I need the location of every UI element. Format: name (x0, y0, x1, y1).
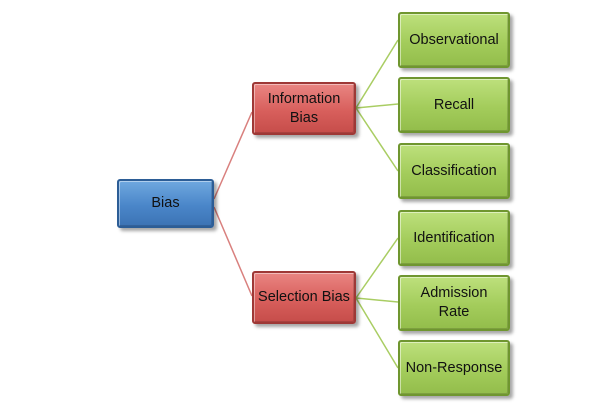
node-identification: Identification (398, 210, 510, 266)
node-classification: Classification (398, 143, 510, 199)
node-identification-label: Identification (413, 229, 495, 246)
node-observational-label: Observational (409, 31, 499, 48)
node-admission-rate: Admission Rate (398, 275, 510, 331)
connector-selection-admission-rate (355, 297, 399, 303)
connector-selection-non-response (355, 297, 399, 369)
node-classification-label: Classification (411, 162, 497, 179)
connector-root-selection (213, 206, 253, 297)
connector-root-information (213, 111, 253, 200)
node-selection-bias-label: Selection Bias (258, 289, 350, 305)
node-recall: Recall (398, 77, 510, 133)
node-observational: Observational (398, 12, 510, 68)
connector-selection-identification (355, 237, 399, 299)
node-information-bias-label: Information Bias (267, 90, 341, 126)
node-selection-bias: Selection Bias (252, 271, 356, 324)
node-recall-label: Recall (433, 96, 475, 113)
node-bias-label: Bias (151, 195, 180, 211)
connector-information-observational (355, 39, 399, 109)
node-information-bias: Information Bias (252, 82, 356, 135)
connector-information-classification (355, 107, 399, 172)
node-non-response-label: Non-Response (405, 359, 503, 376)
connector-information-recall (355, 103, 399, 109)
node-non-response: Non-Response (398, 340, 510, 396)
node-admission-rate-label: Admission Rate (420, 285, 488, 320)
node-bias: Bias (117, 179, 214, 228)
